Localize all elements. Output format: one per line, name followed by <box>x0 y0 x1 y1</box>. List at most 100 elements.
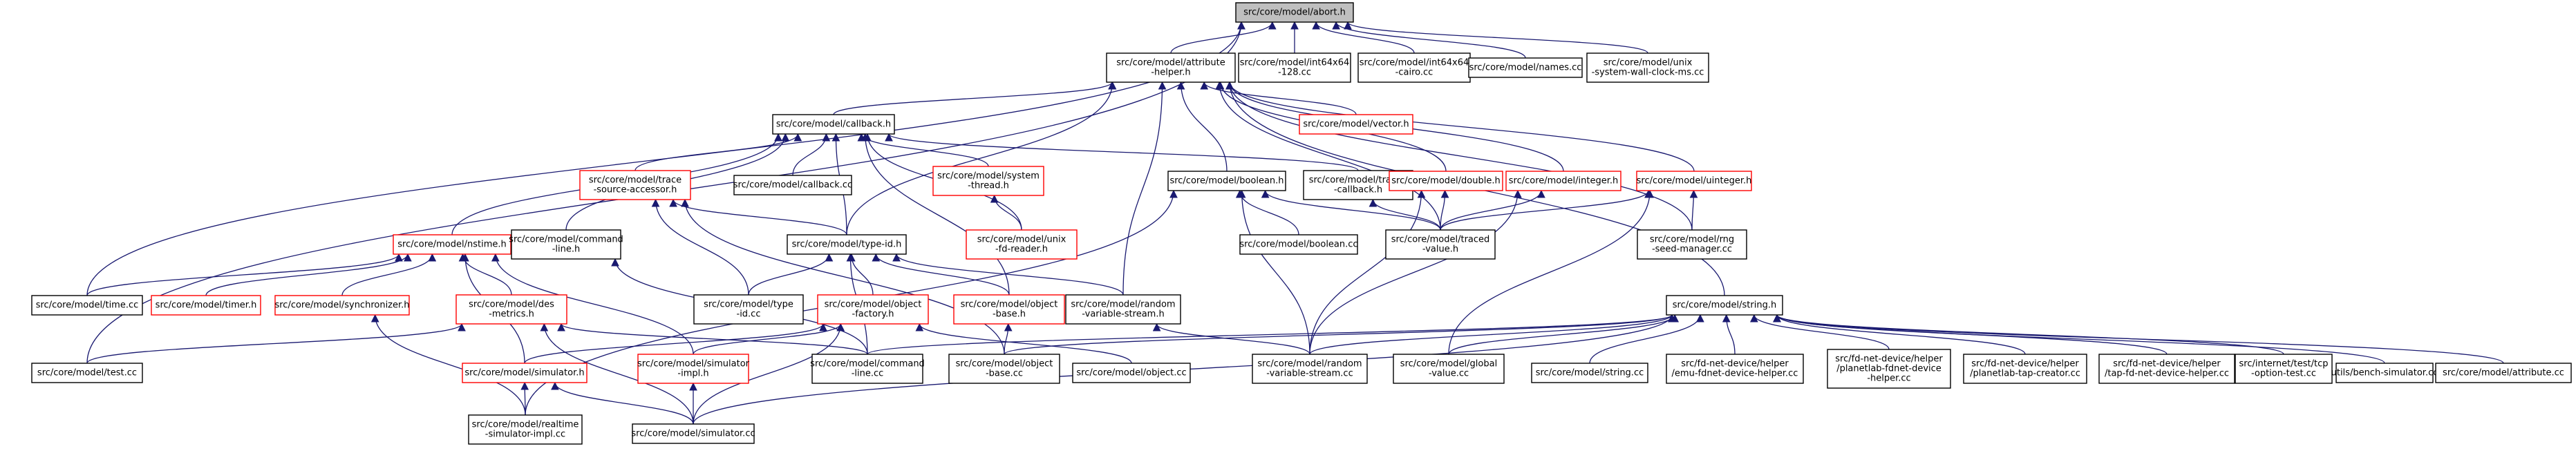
file-node-bench-simulator[interactable]: utils/bench-simulator.cc <box>2331 363 2438 383</box>
include-edge <box>1309 314 1676 355</box>
file-node-type-id-h[interactable]: src/core/model/type-id.h <box>787 234 907 255</box>
node-label: src/core/model/boolean.h <box>1169 176 1284 186</box>
file-node-simulator-cc[interactable]: src/core/model/simulator.cc <box>631 423 755 444</box>
file-node-attribute-cc[interactable]: src/core/model/attribute.cc <box>2435 363 2572 383</box>
node-label: src/core/model/object <box>956 359 1053 369</box>
node-label: -line.h <box>552 244 581 255</box>
file-node-simulator-impl[interactable]: src/core/model/simulator-impl.h <box>637 354 750 384</box>
file-node-object-cc[interactable]: src/core/model/object.cc <box>1072 363 1191 383</box>
node-box <box>1238 52 1351 83</box>
node-label: /tap-fd-net-device-helper.cc <box>2105 369 2229 379</box>
file-node-timer-h[interactable]: src/core/model/timer.h <box>151 295 261 316</box>
include-edge <box>748 253 834 296</box>
node-label: src/core/model/des <box>469 300 554 310</box>
node-box <box>1299 114 1413 135</box>
file-node-test-cc[interactable]: src/core/model/test.cc <box>31 363 143 383</box>
node-box <box>1357 52 1471 83</box>
file-node-traced-callback[interactable]: src/core/model/traced-callback.h <box>1303 170 1413 200</box>
file-node-type-id-cc[interactable]: src/core/model/type-id.cc <box>693 294 804 325</box>
node-box <box>953 294 1065 325</box>
file-node-emu-fdnet[interactable]: src/fd-net-device/helper/emu-fdnet-devic… <box>1666 354 1804 384</box>
node-label: -system-wall-clock-ms.cc <box>1592 68 1704 78</box>
node-box <box>948 354 1060 384</box>
include-edge <box>1309 189 1426 355</box>
file-node-trace-source-accessor[interactable]: src/core/model/trace-source-accessor.h <box>579 170 691 200</box>
file-node-attribute-helper[interactable]: src/core/model/attribute-helper.h <box>1106 52 1236 83</box>
include-edge <box>1369 198 1441 231</box>
file-node-time-cc[interactable]: src/core/model/time.cc <box>31 295 143 316</box>
file-node-simulator-h[interactable]: src/core/model/simulator.h <box>462 363 587 383</box>
file-node-global-value[interactable]: src/core/model/global-value.cc <box>1393 354 1505 384</box>
node-box <box>462 363 587 383</box>
include-edge <box>634 133 802 171</box>
file-node-names-cc[interactable]: src/core/model/names.cc <box>1468 57 1583 78</box>
file-node-double-h[interactable]: src/core/model/double.h <box>1389 171 1503 191</box>
include-edge <box>1225 81 1693 231</box>
node-box <box>932 166 1044 196</box>
node-label: src/core/model/command <box>810 359 925 369</box>
node-label: -source-accessor.h <box>594 185 677 195</box>
include-edge <box>693 323 845 425</box>
file-node-int64x64-128[interactable]: src/core/model/int64x64-128.cc <box>1238 52 1351 83</box>
file-node-uinteger-h[interactable]: src/core/model/uinteger.h <box>1636 171 1752 191</box>
file-node-callback-h[interactable]: src/core/model/callback.h <box>772 114 895 135</box>
file-node-random-variable-stream-h[interactable]: src/core/model/random-variable-stream.h <box>1065 294 1181 325</box>
file-node-object-base-h[interactable]: src/core/model/object-base.h <box>953 294 1065 325</box>
file-node-random-variable-stream-cc[interactable]: src/core/model/random-variable-stream.cc <box>1252 354 1368 384</box>
node-box <box>1666 295 1783 316</box>
node-box <box>579 170 691 200</box>
node-label: -line.cc <box>852 369 884 379</box>
file-node-command-line-cc[interactable]: src/core/model/command-line.cc <box>810 354 925 384</box>
include-edge <box>1773 314 2026 355</box>
include-edge <box>341 253 437 296</box>
file-node-rng-seed-manager[interactable]: src/core/model/rng-seed-manager.cc <box>1637 229 1747 260</box>
file-node-boolean-h[interactable]: src/core/model/boolean.h <box>1167 171 1286 191</box>
file-node-tcp-option-test[interactable]: src/internet/test/tcp-option-test.cc <box>2235 354 2333 384</box>
include-edge <box>1261 189 1441 231</box>
include-edge <box>1440 189 1545 231</box>
file-node-object-base-cc[interactable]: src/core/model/object-base.cc <box>948 354 1060 384</box>
file-node-realtime-sim-impl[interactable]: src/core/model/realtime-simulator-impl.c… <box>468 414 583 445</box>
file-node-unix-fd-reader[interactable]: src/core/model/unix-fd-reader.h <box>966 229 1078 260</box>
node-label: src/core/model/random <box>1071 300 1175 310</box>
include-edge <box>651 198 749 296</box>
file-node-system-thread[interactable]: src/core/model/system-thread.h <box>932 166 1044 196</box>
file-node-object-factory[interactable]: src/core/model/object-factory.h <box>817 294 929 325</box>
node-label: -helper.cc <box>1867 374 1910 384</box>
file-node-string-h[interactable]: src/core/model/string.h <box>1666 295 1783 316</box>
node-label: src/core/model/attribute.cc <box>2443 368 2564 378</box>
file-node-string-cc[interactable]: src/core/model/string.cc <box>1531 363 1648 383</box>
file-node-vector-h[interactable]: src/core/model/vector.h <box>1299 114 1413 135</box>
file-node-planetlab-tap[interactable]: src/fd-net-device/helper/planetlab-tap-c… <box>1963 354 2087 384</box>
node-label: -base.h <box>993 309 1026 320</box>
node-label: src/core/model/simulator <box>637 359 750 369</box>
include-edge <box>370 314 526 416</box>
node-box <box>1505 171 1621 191</box>
node-box <box>1167 171 1286 191</box>
node-label: -factory.h <box>852 309 894 320</box>
file-node-abort[interactable]: src/core/model/abort.h <box>1235 2 1354 23</box>
node-box <box>1252 354 1368 384</box>
node-label: src/core/model/abort.h <box>1243 8 1346 18</box>
file-node-traced-value[interactable]: src/core/model/traced-value.h <box>1385 229 1496 260</box>
node-label: src/core/model/system <box>937 171 1040 182</box>
node-box <box>1235 2 1354 23</box>
file-node-callback-cc[interactable]: src/core/model/callback.cc <box>733 175 852 195</box>
include-edge <box>915 323 1132 364</box>
include-edge <box>1152 323 1310 355</box>
file-node-integer-h[interactable]: src/core/model/integer.h <box>1505 171 1621 191</box>
file-node-synchronizer-h[interactable]: src/core/model/synchronizer.h <box>274 295 410 316</box>
include-edge <box>524 323 827 364</box>
file-node-tap-fdnet[interactable]: src/fd-net-device/helper/tap-fd-net-devi… <box>2098 354 2235 384</box>
node-label: src/core/model/unix <box>1604 58 1693 68</box>
file-node-nstime-h[interactable]: src/core/model/nstime.h <box>393 234 511 255</box>
file-node-int64x64-cairo[interactable]: src/core/model/int64x64-cairo.cc <box>1357 52 1471 83</box>
file-node-boolean-cc[interactable]: src/core/model/boolean.cc <box>1239 234 1358 255</box>
node-label: -fd-reader.h <box>995 244 1048 255</box>
file-node-planetlab-fdnet[interactable]: src/fd-net-device/helper/planetlab-fdnet… <box>1827 349 1951 389</box>
file-node-unix-wall-clock[interactable]: src/core/model/unix-system-wall-clock-ms… <box>1586 52 1709 83</box>
file-node-command-line-h[interactable]: src/core/model/command-line.h <box>509 229 623 260</box>
node-label: -thread.h <box>968 181 1009 191</box>
file-node-des-metrics[interactable]: src/core/model/des-metrics.h <box>455 294 567 325</box>
include-edge <box>669 198 847 235</box>
